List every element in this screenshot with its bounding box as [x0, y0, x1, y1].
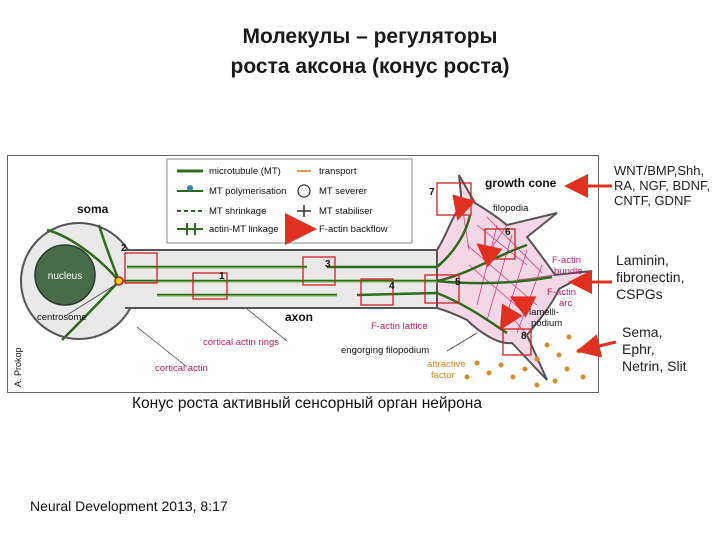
- side-label-morphogens-line-1: WNT/BMP,Shh,: [614, 163, 705, 178]
- side-label-ecm-line-1: Laminin,: [616, 252, 669, 268]
- f-actin-bundle-label-1: F-actin: [552, 255, 581, 266]
- side-label-guidance-line-2: Ephr,: [622, 341, 655, 357]
- filopodia-label: filopodia: [493, 203, 529, 214]
- cortical-actin-label: cortical actin: [155, 363, 208, 374]
- axon-label: axon: [285, 310, 313, 324]
- number-4: 4: [389, 281, 395, 292]
- number-2: 2: [121, 243, 127, 254]
- legend-transport-label: transport: [319, 166, 357, 177]
- side-label-ecm-line-3: CSPGs: [616, 286, 663, 302]
- attractive-factor-label-2: factor: [431, 370, 455, 381]
- engorging-filopodium-label: engorging filopodium: [341, 345, 429, 356]
- growth-cone-label: growth cone: [485, 176, 557, 190]
- figure-caption: Конус роста активный сенсорный орган ней…: [132, 395, 482, 412]
- side-label-ecm-line-2: fibronectin,: [616, 269, 685, 285]
- number-7: 7: [429, 187, 435, 198]
- nucleus-body: [34, 244, 96, 306]
- side-label-guidance: Sema, Ephr, Netrin, Slit: [622, 324, 687, 375]
- side-label-morphogens-line-2: RA, NGF, BDNF,: [614, 178, 711, 193]
- legend-polymerisation-dot: [187, 185, 193, 191]
- title-line-1: Молекулы – регуляторы: [242, 25, 498, 48]
- box-numbers: 1 2 3 4 5 6 7 8: [121, 187, 527, 342]
- side-label-morphogens-line-3: CNTF, GDNF: [614, 193, 692, 208]
- legend-shrinkage-label: MT shrinkage: [209, 206, 266, 217]
- backflow-arrows: [452, 194, 537, 331]
- centrosome-marker: [114, 276, 124, 286]
- legend-linkage-label: actin-MT linkage: [209, 224, 279, 235]
- f-actin-arc-label-2: arc: [559, 298, 572, 309]
- side-label-ecm: Laminin, fibronectin, CSPGs: [616, 252, 684, 303]
- number-3: 3: [325, 259, 331, 270]
- f-actin-lattice-label: F-actin lattice: [371, 321, 428, 332]
- attractive-factor-label-1: attractive: [427, 359, 466, 370]
- f-actin-arc-label-1: F-actin: [547, 287, 576, 298]
- cortical-actin-rings-label: cortical actin rings: [203, 337, 279, 348]
- number-1: 1: [219, 271, 225, 282]
- title-line-2: роста аксона (конус роста): [230, 55, 510, 78]
- legend-backflow-label: F-actin backflow: [319, 224, 388, 235]
- side-label-morphogens: WNT/BMP,Shh, RA, NGF, BDNF, CNTF, GDNF: [614, 163, 710, 208]
- axon-edges: [125, 249, 437, 309]
- legend-polymerisation-label: MT polymerisation: [209, 186, 286, 197]
- citation: Neural Development 2013, 8:17: [30, 498, 228, 514]
- legend: microtubule (MT) MT polymerisation MT sh…: [166, 158, 413, 245]
- number-8: 8: [521, 331, 527, 342]
- legend-microtubule-label: microtubule (MT): [209, 166, 281, 177]
- centrosome-label: centrosome: [37, 312, 87, 323]
- side-arrows: [564, 174, 617, 358]
- legend-linkage-swatch: [177, 223, 203, 235]
- legend-severer-swatch: [297, 184, 311, 198]
- side-label-guidance-line-3: Netrin, Slit: [622, 358, 687, 374]
- author-label: A. Prokop: [13, 347, 23, 387]
- leader-lines: [66, 284, 478, 368]
- slide-title: Молекулы – регуляторы роста аксона (кону…: [150, 22, 590, 82]
- side-label-guidance-line-1: Sema,: [622, 324, 663, 340]
- legend-severer-label: MT severer: [319, 186, 367, 197]
- lamellipodium-label-2: podium: [531, 318, 562, 329]
- lamellipodium-label-1: lamelli-: [529, 307, 559, 318]
- side-arrow-3: [576, 334, 617, 358]
- nucleus-label: nucleus: [48, 271, 82, 282]
- number-5: 5: [455, 277, 461, 288]
- number-6: 6: [505, 227, 511, 238]
- soma-label: soma: [77, 202, 109, 216]
- growth-cone-diagram: nucleus 1 2 3 4 5 6 7 8 microtubu: [7, 155, 599, 393]
- legend-stabiliser-label: MT stabiliser: [319, 206, 373, 217]
